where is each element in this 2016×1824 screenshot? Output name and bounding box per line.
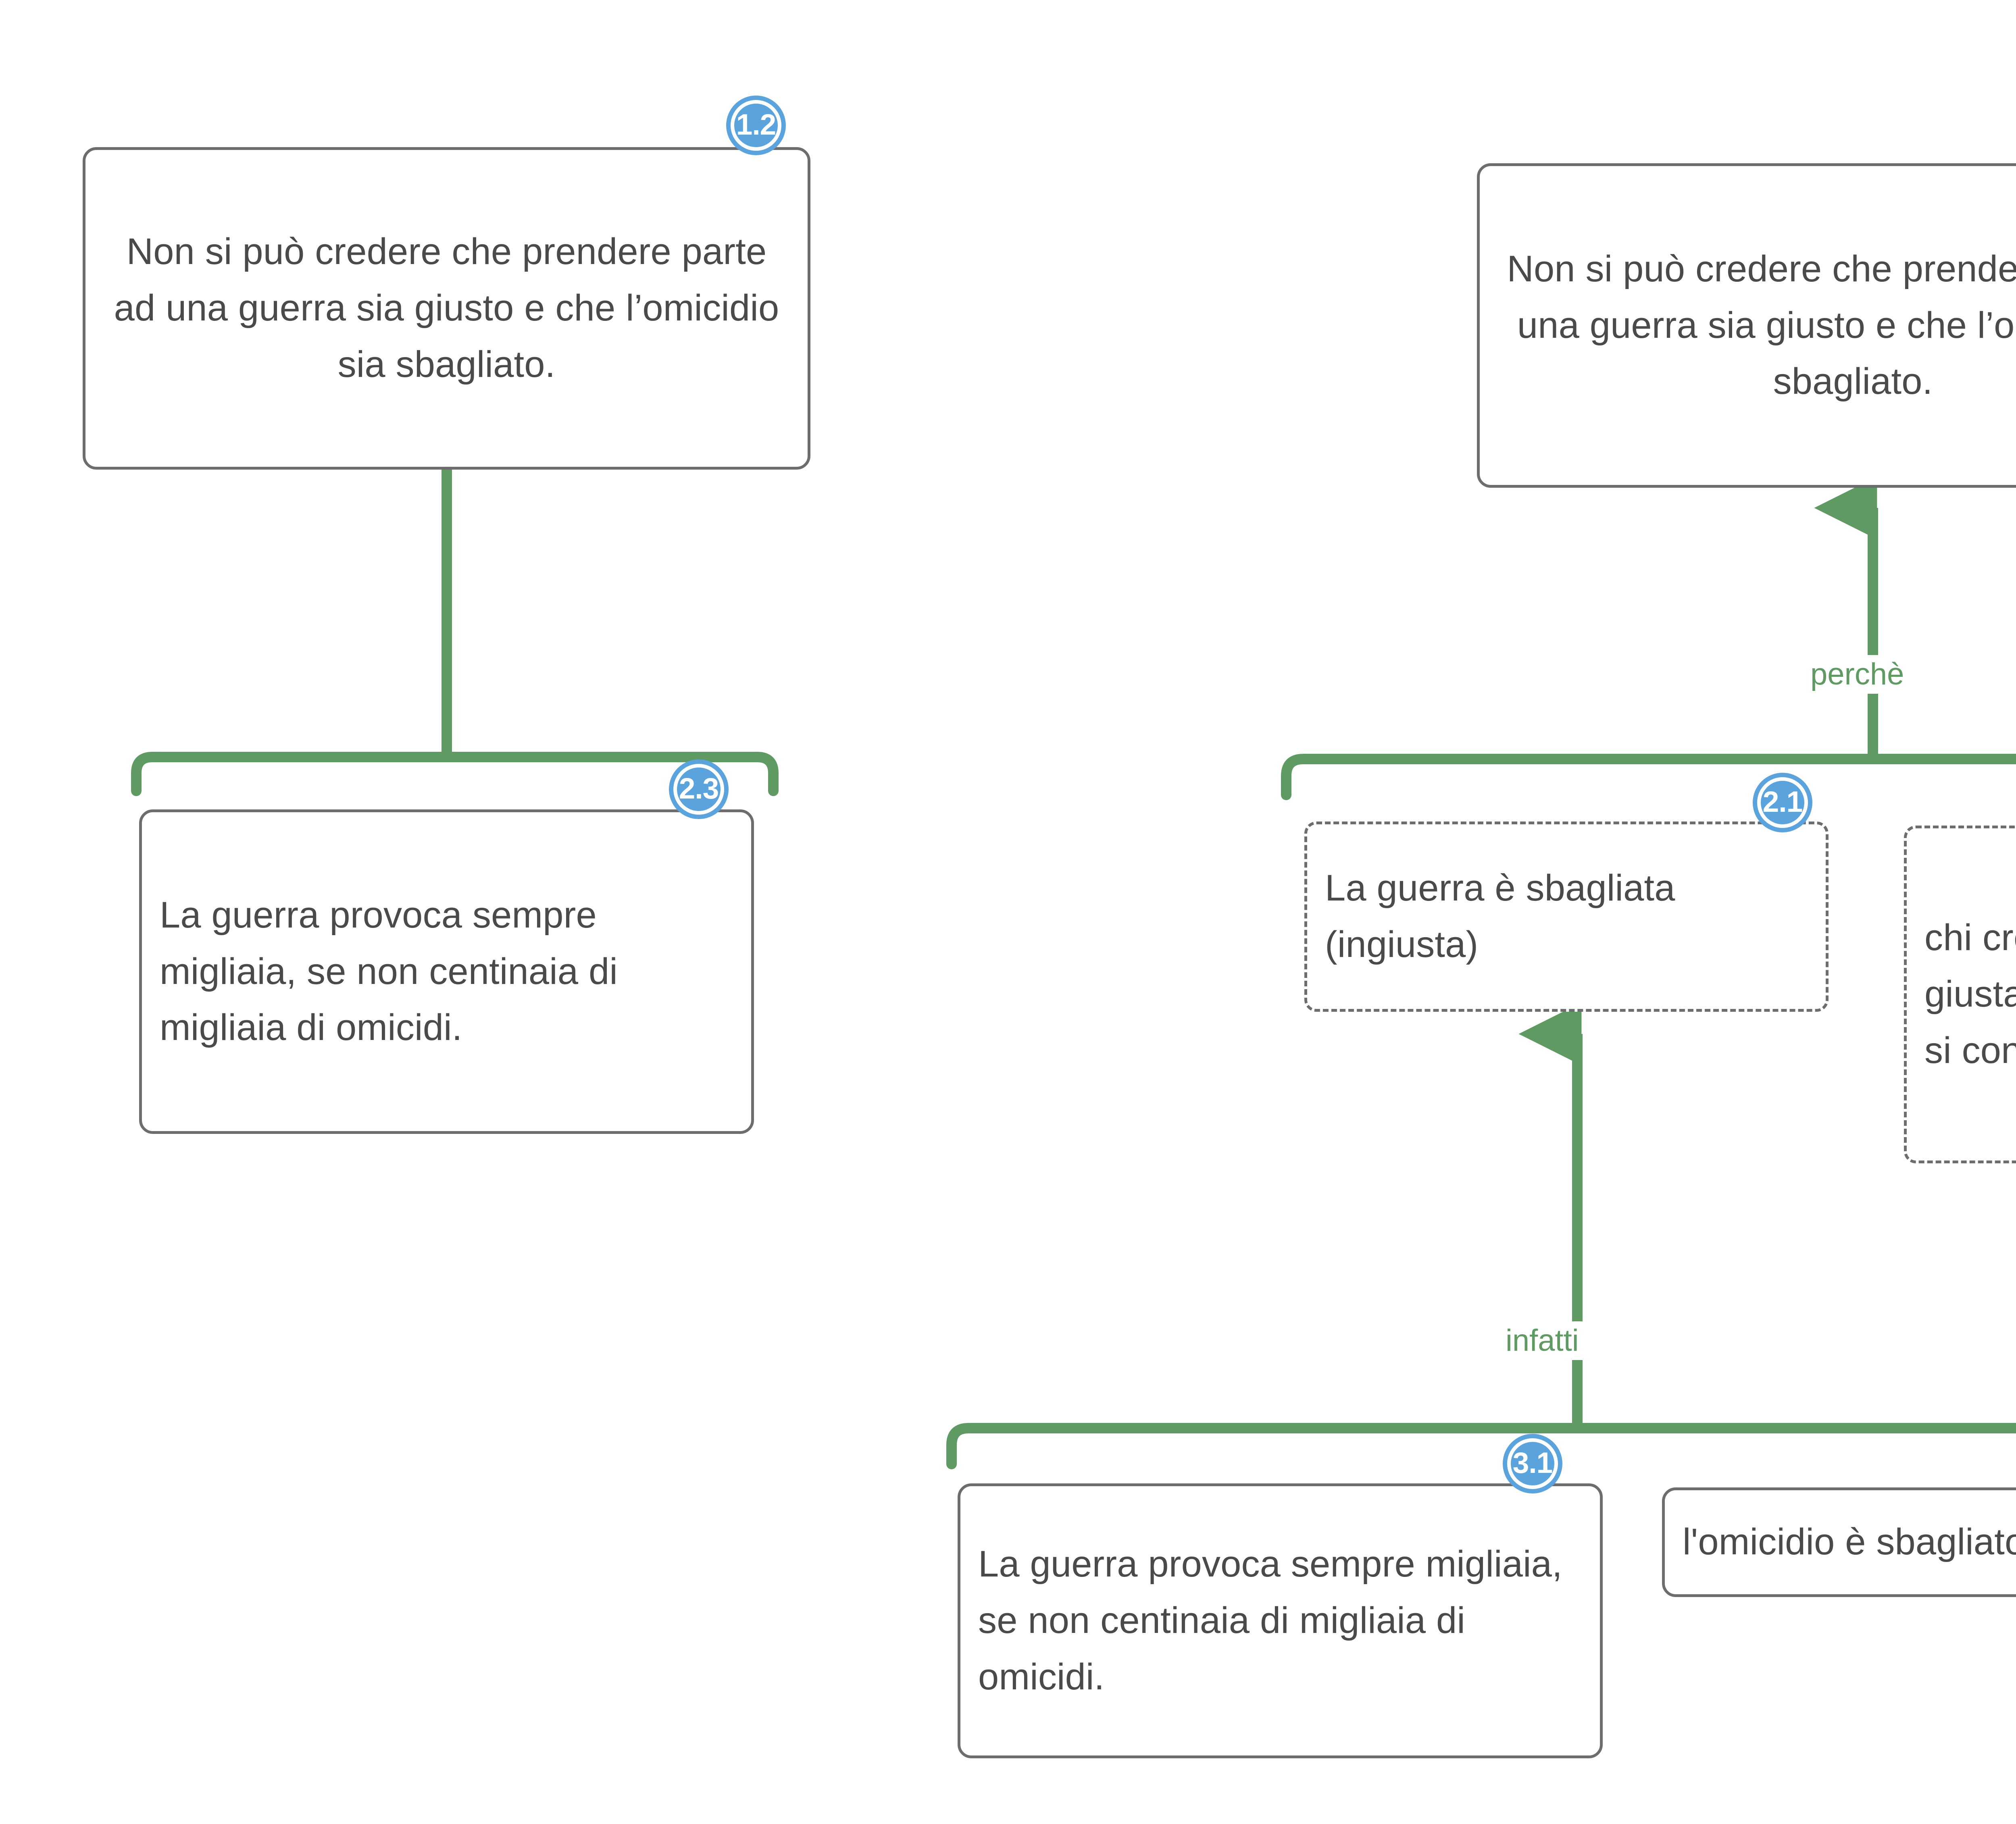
node-box-3-2[interactable]: l'omicidio è sbagliato — [1662, 1487, 2016, 1597]
node-badge-1-2[interactable]: 1.2 — [731, 100, 781, 151]
node-badge-2-3[interactable]: 2.3 — [673, 764, 724, 815]
node-text-3-2: l'omicidio è sbagliato — [1683, 1521, 2016, 1563]
node-text-2-3: La guerra provoca sempre migliaia, se no… — [160, 894, 618, 1048]
node-text-1-1: Non si può credere che prendere parte ad… — [1507, 248, 2016, 402]
node-text-2-1: La guerra è sbagliata (ingiusta) — [1325, 867, 1675, 965]
node-badge-label-1-2: 1.2 — [736, 108, 776, 141]
node-text-2-2: chi crede che la guerra è giusta e l'omi… — [1924, 917, 2016, 1071]
node-text-1-2: Non si può credere che prendere parte ad… — [114, 231, 779, 385]
node-badge-label-2-3: 2.3 — [679, 772, 719, 805]
node-box-2-2[interactable]: chi crede che la guerra è giusta e l'omi… — [1904, 826, 2016, 1163]
connector-bracket-right — [1281, 754, 2016, 800]
node-box-2-1[interactable]: La guerra è sbagliata (ingiusta) — [1304, 822, 1829, 1012]
edge-label-infatti: infatti — [1497, 1321, 1588, 1360]
node-box-2-3[interactable]: La guerra provoca sempre migliaia, se no… — [139, 809, 754, 1134]
node-badge-label-3-1: 3.1 — [1512, 1446, 1553, 1479]
node-box-1-1[interactable]: Non si può credere che prendere parte ad… — [1477, 163, 2016, 488]
connector-bracket-bottom — [946, 1423, 2016, 1469]
node-badge-2-1[interactable]: 2.1 — [1757, 777, 1808, 828]
node-box-1-2[interactable]: Non si può credere che prendere parte ad… — [83, 147, 810, 470]
node-text-3-1: La guerra provoca sempre migliaia, se no… — [978, 1543, 1562, 1697]
node-badge-3-1[interactable]: 3.1 — [1507, 1438, 1558, 1489]
edge-label-perche: perchè — [1801, 655, 1913, 694]
node-box-3-1[interactable]: La guerra provoca sempre migliaia, se no… — [958, 1483, 1603, 1758]
node-badge-label-2-1: 2.1 — [1762, 785, 1803, 818]
